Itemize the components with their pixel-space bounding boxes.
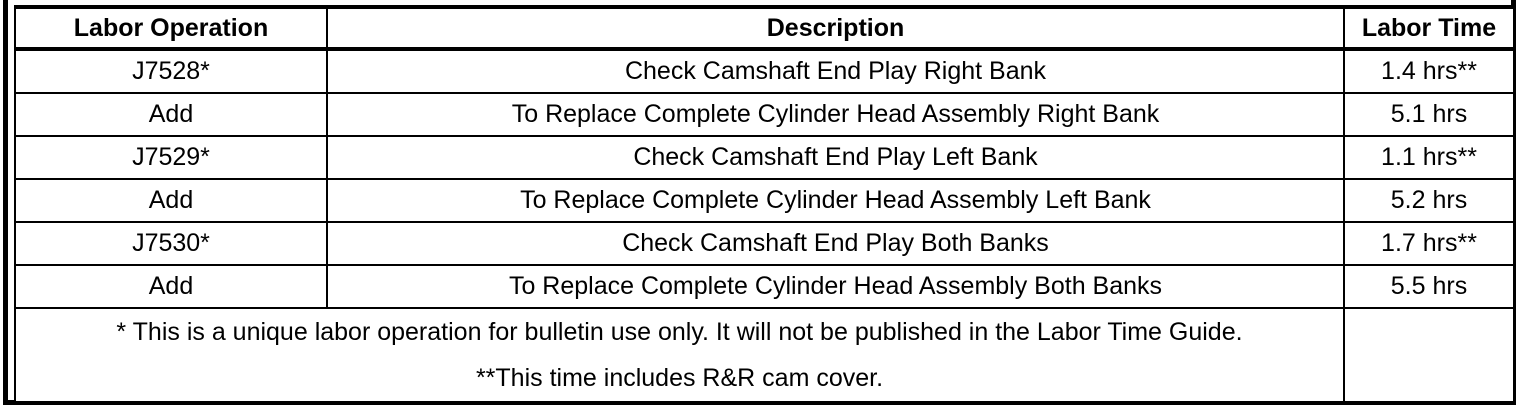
cell-labor-operation: J7530*: [14, 221, 328, 266]
cell-description: To Replace Complete Cylinder Head Assemb…: [326, 178, 1345, 223]
cell-labor-time: 5.5 hrs: [1343, 264, 1515, 309]
cell-labor-time: 5.1 hrs: [1343, 92, 1515, 137]
cell-labor-time: 1.7 hrs**: [1343, 221, 1515, 266]
footnote-row: * This is a unique labor operation for b…: [14, 307, 1515, 403]
footnote-double-asterisk: **This time includes R&R cam cover.: [475, 364, 884, 392]
table-row: J7530* Check Camshaft End Play Both Bank…: [14, 221, 1515, 266]
cell-labor-operation: Add: [14, 264, 328, 309]
table-row: Add To Replace Complete Cylinder Head As…: [14, 178, 1515, 223]
cell-description: Check Camshaft End Play Left Bank: [326, 135, 1345, 180]
column-header-labor-time: Labor Time: [1343, 5, 1515, 51]
footnote-empty-time-cell: [1343, 307, 1515, 403]
labor-operation-table: Labor Operation Description Labor Time J…: [14, 5, 1515, 403]
cell-labor-time: 5.2 hrs: [1343, 178, 1515, 223]
table-row: J7528* Check Camshaft End Play Right Ban…: [14, 48, 1515, 94]
cell-description: Check Camshaft End Play Right Bank: [326, 48, 1345, 94]
column-header-description: Description: [326, 5, 1345, 51]
footnote-single-asterisk: * This is a unique labor operation for b…: [116, 317, 1243, 346]
cell-labor-operation: J7528*: [14, 48, 328, 94]
cell-description: To Replace Complete Cylinder Head Assemb…: [326, 92, 1345, 137]
table-header-row: Labor Operation Description Labor Time: [14, 5, 1515, 51]
cell-labor-operation: Add: [14, 92, 328, 137]
column-header-labor-operation: Labor Operation: [14, 5, 328, 51]
cell-labor-time: 1.1 hrs**: [1343, 135, 1515, 180]
cell-labor-operation: J7529*: [14, 135, 328, 180]
cell-labor-time: 1.4 hrs**: [1343, 48, 1515, 94]
table-row: J7529* Check Camshaft End Play Left Bank…: [14, 135, 1515, 180]
table-row: Add To Replace Complete Cylinder Head As…: [14, 264, 1515, 309]
table-outer-frame: Labor Operation Description Labor Time J…: [3, 0, 1516, 405]
footnote-block: * This is a unique labor operation for b…: [14, 307, 1345, 403]
cell-description: Check Camshaft End Play Both Banks: [326, 221, 1345, 266]
footnote-spacer: [16, 345, 1343, 365]
cell-labor-operation: Add: [14, 178, 328, 223]
cell-description: To Replace Complete Cylinder Head Assemb…: [326, 264, 1345, 309]
table-row: Add To Replace Complete Cylinder Head As…: [14, 92, 1515, 137]
